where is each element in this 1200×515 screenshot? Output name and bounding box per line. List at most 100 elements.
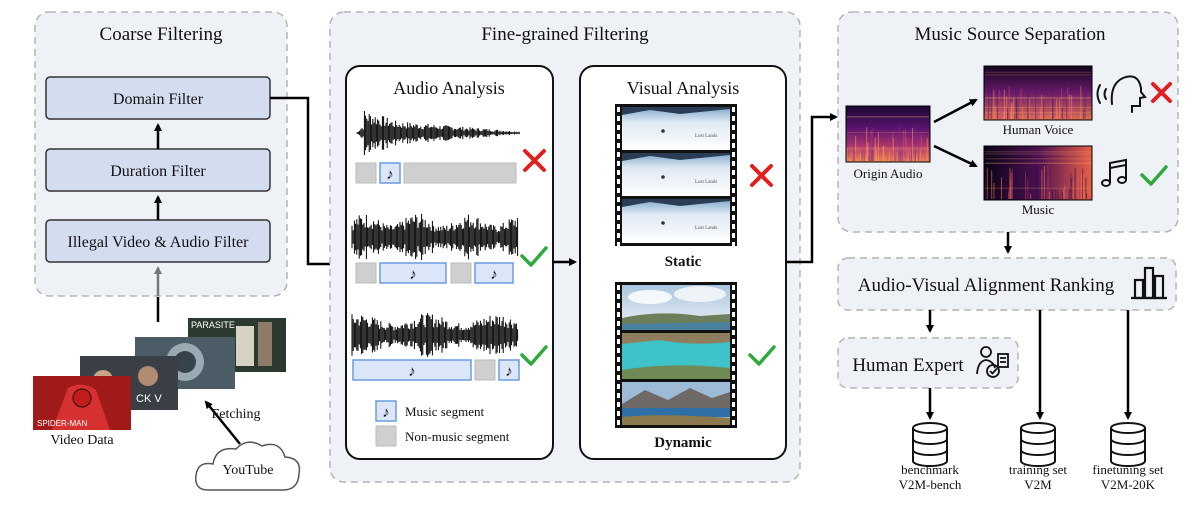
film-hole [617,357,620,362]
film-hole [732,206,735,211]
film-hole [617,294,620,299]
film-hole [732,179,735,184]
audio-analysis-title: Audio Analysis [393,78,505,98]
film-hole [617,366,620,371]
music-segment [498,359,520,381]
thumbnail-crime-title: CK V [136,393,162,405]
music-segment [379,262,447,284]
film-hole [732,170,735,175]
legend-nonmusic-label: Non-music segment [405,429,510,444]
nonmusic-segment [355,162,377,184]
arrow-fine-to-separation [786,113,838,264]
film-hole [617,143,620,148]
accept-check-icon [520,246,548,267]
static-frame-caption: Lost Lands [695,134,717,139]
music-spectrogram-texture [985,151,1091,199]
film-hole [617,125,620,130]
arrow-origin-to-music [933,144,978,168]
film-hole [617,107,620,112]
accept-check-icon [1140,165,1168,186]
legend-music-label: Music segment [405,404,484,419]
film-hole [617,303,620,308]
film-hole [732,107,735,112]
music-note-icon: ♪ [409,267,417,283]
origin-spectrogram-texture [846,116,929,161]
music-note-icon: ♪ [408,364,416,380]
film-hole [732,303,735,308]
arrow-youtube-to-video [204,400,241,445]
database-icon [912,422,948,467]
bar-chart-icon [1131,266,1167,300]
reject-cross-icon [750,164,773,187]
film-hole [732,321,735,326]
waveform-3 [351,313,519,357]
ranking-panel [837,257,1177,311]
film-hole [617,134,620,139]
film-hole [617,321,620,326]
arrow-origin-to-voice [933,98,978,124]
waveform-line [351,214,519,260]
film-hole [732,357,735,362]
youtube-label: YouTube [223,463,274,478]
film-hole [617,152,620,157]
music-notes-icon [1101,158,1127,187]
expert-panel [837,337,1019,389]
film-hole [732,215,735,220]
film-hole [617,375,620,380]
film-hole [732,233,735,238]
film-hole [732,420,735,425]
separation-title: Music Source Separation [914,24,1106,45]
film-hole [732,339,735,344]
music-segment [474,262,514,284]
finetuning-set-label: finetuning set [1092,462,1164,477]
waveform-2 [351,214,519,260]
film-hole [732,366,735,371]
music-label: Music [1022,202,1055,217]
static-film-strip: Lost Lands Lost Lands Lost Lands [615,104,737,247]
film-hole [617,348,620,353]
film-hole [732,188,735,193]
music-segment [379,162,401,184]
voice-spectrogram [983,65,1093,121]
film-hole [617,116,620,121]
accept-check-icon [748,345,776,366]
film-hole [617,170,620,175]
film-hole [732,242,735,247]
video-data-label: Video Data [50,433,114,448]
nonmusic-segment [403,162,517,184]
reject-cross-icon [523,149,546,172]
fetching-label: Fetching [212,407,261,422]
film-hole [617,330,620,335]
film-hole [732,411,735,416]
waveform-line [351,313,519,357]
film-hole [617,206,620,211]
film-hole [732,152,735,157]
legend-nonmusic-swatch [375,425,397,447]
static-label: Static [665,254,702,270]
nonmusic-segment [450,262,472,284]
training-set-name: V2M [1024,477,1052,492]
waveform-1 [356,111,520,155]
film-hole [732,384,735,389]
origin-audio-label: Origin Audio [854,166,923,181]
thumbnail-spiderman-title: SPIDER-MAN [37,419,87,428]
film-hole [617,384,620,389]
film-hole [617,420,620,425]
fine-filtering-title: Fine-grained Filtering [481,24,649,45]
film-hole [617,188,620,193]
expert-check-icon [976,346,1009,378]
film-hole [732,224,735,229]
accept-check-icon [520,345,548,366]
film-hole [617,339,620,344]
training-set-label: training set [1009,462,1068,477]
benchmark-name: V2M-bench [899,477,962,492]
film-hole [617,233,620,238]
static-frame-caption: Lost Lands [695,226,717,231]
music-segment [352,359,472,381]
dynamic-label: Dynamic [654,435,712,451]
film-hole [617,197,620,202]
human-voice-label: Human Voice [1003,122,1074,137]
visual-analysis-title: Visual Analysis [627,78,739,98]
film-hole [732,294,735,299]
